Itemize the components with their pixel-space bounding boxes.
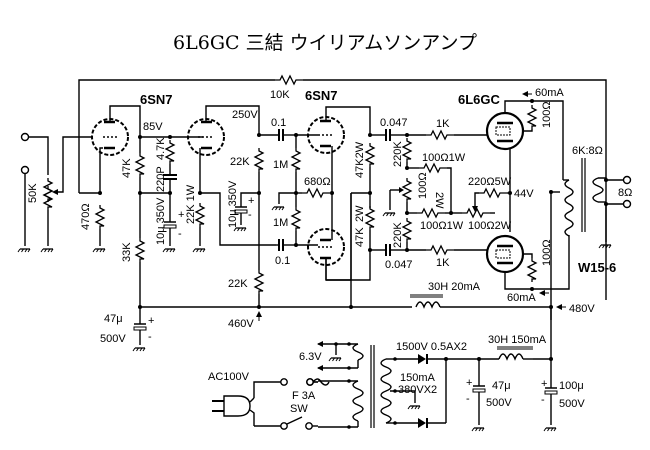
output-grid-resistor-bottom: 220K: [392, 222, 404, 248]
tube-v1a: 6SN7: [91, 92, 173, 193]
screen-resistor-top: 100Ω: [541, 101, 553, 128]
grid-resistor-top: 1M: [273, 159, 288, 171]
minus-sign: -: [248, 209, 252, 221]
fuse-icon: [312, 378, 330, 386]
transformer-model: W15-6: [578, 260, 616, 275]
output-current-top: 60mA: [535, 87, 564, 99]
tube-v2-label: 6SN7: [305, 88, 338, 103]
minus-sign: -: [148, 331, 152, 343]
minus-sign: -: [178, 228, 182, 240]
grid-stopper-bottom: 1K: [436, 257, 450, 269]
diode-label: 1500V 0.5AX2: [396, 341, 467, 353]
grid-resistor-bottom: 1M: [273, 217, 288, 229]
minus-sign: -: [466, 393, 470, 405]
fuse-terminal: [306, 378, 314, 386]
power-switch[interactable]: [286, 416, 303, 425]
driver-plate-resistor-bottom: 47K: [354, 227, 366, 247]
stage1-voltage: 85V: [143, 121, 163, 133]
bias-pot-label: 100Ω: [417, 172, 429, 199]
heater-voltage: 6.3V: [299, 351, 322, 363]
stage2-cathode-resistor: 22K 1W: [185, 184, 197, 224]
stage2-plate-resistor: 22K: [230, 156, 250, 168]
plus-sign: +: [466, 377, 472, 389]
schematic-title: 6L6GC 三結 ウイリアムソンアンプ: [173, 32, 477, 54]
bias-resistor-bottom-label: 100Ω1W: [420, 220, 464, 232]
plus-sign: +: [541, 378, 547, 390]
secondary-current: 150mA: [400, 372, 436, 384]
volume-pot-label: 50K: [27, 183, 39, 203]
stage1-bias-resistor: 33K: [121, 242, 133, 262]
output-grid-resistor-top: 220K: [392, 141, 404, 167]
input-terminal-ground[interactable]: [20, 165, 30, 175]
plus-sign: +: [178, 209, 184, 221]
filter-cap1-voltage: 500V: [100, 333, 126, 345]
output-coupling-cap-bottom: 0.047: [385, 259, 413, 271]
coupling-cap-top: 0.1: [271, 117, 286, 129]
switch-terminal: [305, 422, 313, 430]
bias-pot-watt: 2W: [433, 192, 445, 209]
speaker-impedance: 8Ω: [618, 187, 632, 199]
filter-cap1-value: 47μ: [104, 313, 123, 325]
output-cathode-resistor: 220Ω5W: [468, 176, 512, 188]
plus-sign: +: [148, 315, 154, 327]
choke1-label: 30H 20mA: [428, 281, 481, 293]
b-plus-voltage: 480V: [569, 303, 595, 315]
output-tube-top: [485, 111, 525, 151]
switch-terminal: [280, 422, 288, 430]
output-tube-bottom: [485, 234, 525, 274]
cathode-resistor-label: 470Ω: [80, 203, 92, 230]
coupling-cap-bottom: 0.1: [275, 255, 290, 267]
output-coupling-cap-top: 0.047: [380, 117, 408, 129]
speaker-terminal-hot[interactable]: [622, 175, 632, 185]
b-460-voltage: 460V: [228, 318, 254, 330]
output-current-bottom: 60mA: [507, 292, 536, 304]
output-tube-label: 6L6GC: [458, 92, 501, 107]
stage1-decouple-cap: 10μ 350V: [155, 197, 167, 245]
filter-cap2-value: 47μ: [492, 380, 511, 392]
transformer-ratio: 6K:8Ω: [572, 145, 603, 157]
stage2-voltage: 250V: [232, 109, 258, 121]
balance-pot-label: 100Ω2W: [468, 220, 512, 232]
feedback-resistor-label: 10K: [270, 89, 290, 101]
input-section: 50K: [17, 132, 92, 253]
stage2-load-resistor: 22K: [228, 278, 248, 290]
cathode-voltage: 44V: [514, 188, 534, 200]
secondary-voltage: 380VX2: [398, 384, 437, 396]
input-terminal-hot[interactable]: [20, 132, 30, 142]
screen-resistor-bottom: 100Ω: [541, 239, 553, 266]
driver-plate-resistor-top: 47K2W: [354, 141, 366, 178]
output-transformer: 6K:8Ω W15-6: [563, 145, 616, 275]
switch-label: SW: [290, 403, 308, 415]
filter-cap3-value: 100μ: [559, 380, 584, 392]
tube-v1-label: 6SN7: [140, 92, 173, 107]
speaker-terminal-ground[interactable]: [622, 199, 632, 209]
driver-plate-resistor-bottom-w: 2W: [354, 205, 366, 222]
choke2-label: 30H 150mA: [488, 334, 547, 346]
fuse-label: F 3A: [292, 390, 316, 402]
stage1-plate-resistor: 47K: [121, 158, 133, 178]
power-transformer: 150mA 380VX2 6.3V: [299, 341, 437, 429]
minus-sign: -: [541, 394, 545, 406]
ac-input: F 3A AC100V SW: [208, 371, 330, 430]
comp-cap-label: 220P: [155, 166, 167, 192]
filter-cap3-voltage: 500V: [559, 398, 585, 410]
bias-resistor-top-label: 100Ω1W: [422, 152, 466, 164]
fuse-terminal: [280, 378, 288, 386]
ac-input-label: AC100V: [208, 371, 250, 383]
filter-cap2-voltage: 500V: [486, 397, 512, 409]
power-plug-icon: [223, 395, 251, 417]
plus-sign: +: [248, 195, 254, 207]
stage2-decouple-cap: 10μ 350V: [227, 180, 239, 228]
comp-resistor-label: 4.7K: [155, 137, 167, 160]
grid-stopper-top: 1K: [436, 118, 450, 130]
driver-cathode-resistor: 680Ω: [304, 176, 331, 188]
